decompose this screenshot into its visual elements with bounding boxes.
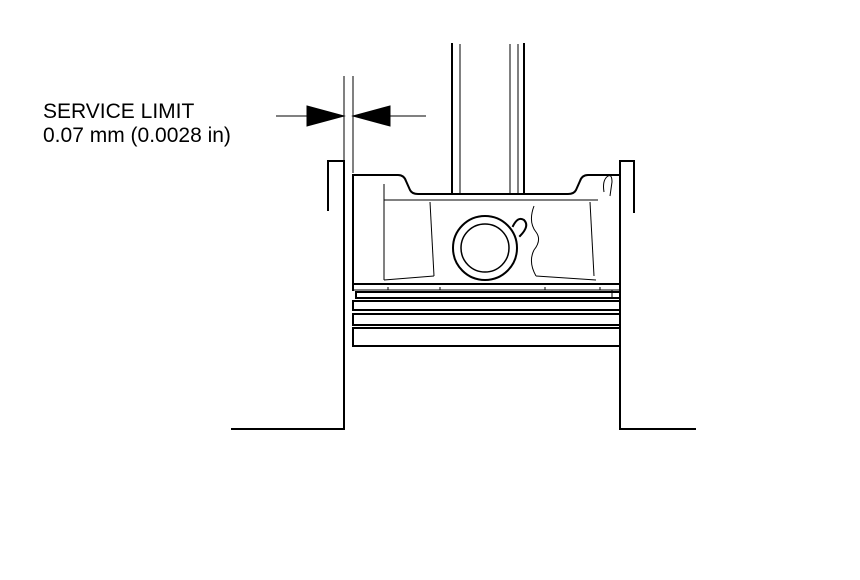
cylinder-wall-right: [619, 160, 696, 430]
piston-rings: [352, 290, 621, 347]
cylinder-wall-left: [231, 160, 345, 430]
dimension-arrows: [306, 105, 391, 127]
service-limit-title: SERVICE LIMIT: [43, 100, 195, 123]
piston-edge-detail: [603, 175, 613, 197]
service-limit-label: SERVICE LIMIT 0.07 mm (0.0028 in): [43, 100, 231, 148]
measurement-extension-lines: [276, 76, 426, 173]
right-arrow-icon: [351, 105, 391, 127]
left-arrow-icon: [306, 105, 346, 127]
piston-body: [352, 174, 621, 291]
service-limit-value: 0.07 mm (0.0028 in): [43, 124, 231, 147]
connecting-rod: [451, 43, 525, 194]
wrist-pin: [452, 215, 528, 281]
